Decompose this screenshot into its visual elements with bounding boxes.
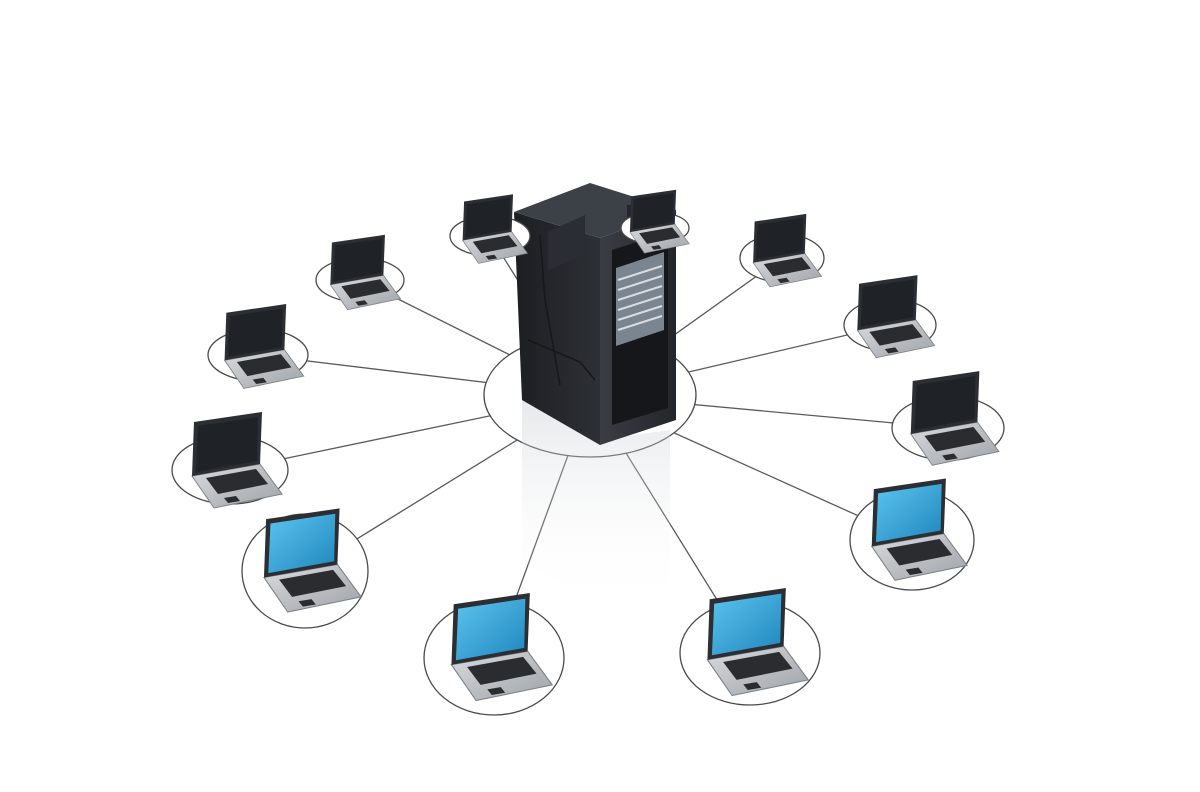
laptop-11 [739, 213, 825, 288]
laptop-icon [856, 275, 936, 359]
laptop-6 [423, 593, 565, 716]
laptop-icon [629, 189, 690, 254]
laptop-icon [462, 194, 529, 264]
laptop-icon [870, 478, 969, 581]
laptop-3 [207, 303, 309, 389]
laptop-7 [679, 588, 821, 706]
laptop-icon [450, 593, 554, 702]
laptop-10 [843, 275, 937, 359]
laptop-icon [191, 412, 283, 509]
laptop-8 [849, 478, 975, 591]
laptop-2 [315, 234, 405, 311]
laptop-icon [706, 588, 810, 697]
laptop-nodes [171, 189, 1005, 716]
laptop-4 [171, 412, 289, 509]
laptop-icon [263, 508, 363, 613]
laptop-icon [909, 371, 1000, 466]
laptop-9 [891, 371, 1005, 466]
laptop-icon [223, 303, 305, 389]
laptop-5 [241, 508, 369, 629]
server-rack-icon [514, 183, 676, 445]
laptop-icon [329, 234, 402, 311]
laptop-1 [449, 194, 531, 264]
laptop-icon [752, 213, 823, 288]
laptop-12 [620, 189, 690, 254]
server-reflection [522, 400, 670, 610]
